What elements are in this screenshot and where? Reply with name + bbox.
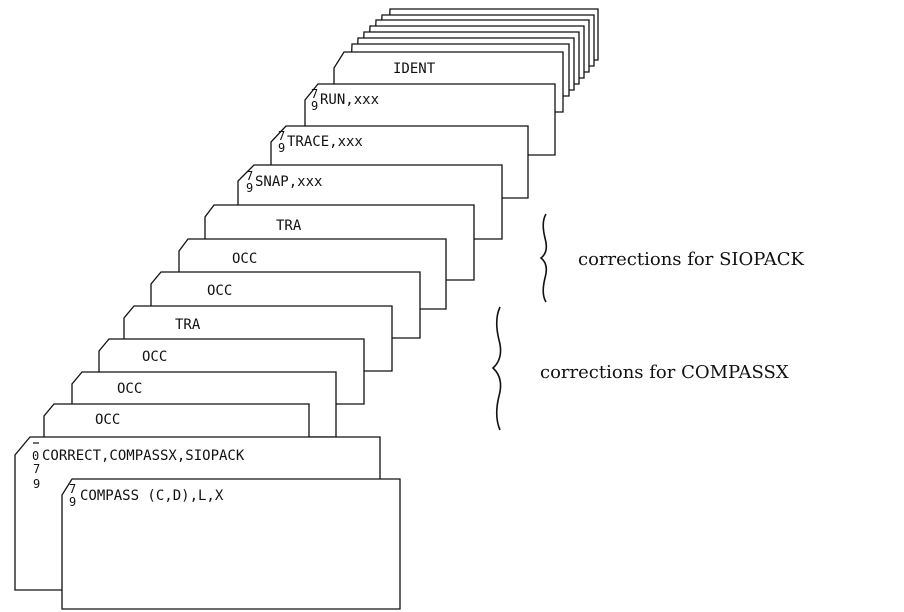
- punch-9: 9: [33, 477, 40, 491]
- occ-card-label: OCC: [232, 251, 257, 267]
- occ-card-label: OCC: [142, 349, 167, 365]
- occ-card-label: OCC: [117, 381, 142, 397]
- punch-9: 9: [246, 181, 253, 195]
- run-card-label: RUN,xxx: [320, 92, 379, 108]
- punch-7: 7: [33, 462, 40, 476]
- trace-card-label: TRACE,xxx: [287, 134, 363, 150]
- compassx-brace: [491, 306, 502, 431]
- tra-card-label: TRA: [175, 317, 201, 333]
- compass-card-label: COMPASS (C,D),L,X: [80, 488, 224, 504]
- ident-card-label: IDENT: [393, 61, 436, 77]
- compassx-annotation: corrections for COMPASSX: [540, 362, 789, 383]
- siopack-brace: [539, 213, 548, 303]
- punch-7: 7: [278, 129, 285, 143]
- compass-card: 7 9 COMPASS (C,D),L,X: [61, 478, 401, 610]
- punch-9: 9: [311, 99, 318, 113]
- punch-7: 7: [69, 482, 76, 496]
- snap-card-label: SNAP,xxx: [255, 174, 322, 190]
- siopack-annotation: corrections for SIOPACK: [578, 249, 804, 270]
- punch-9: 9: [69, 495, 76, 509]
- punch-7: 7: [246, 169, 253, 183]
- tra-card-label: TRA: [276, 218, 302, 234]
- occ-card-label: OCC: [95, 412, 120, 428]
- punch-0: 0: [32, 449, 39, 463]
- punch-9: 9: [278, 141, 285, 155]
- occ-card-label: OCC: [207, 283, 232, 299]
- correct-card-label: CORRECT,COMPASSX,SIOPACK: [42, 448, 245, 464]
- punch-7: 7: [311, 87, 318, 101]
